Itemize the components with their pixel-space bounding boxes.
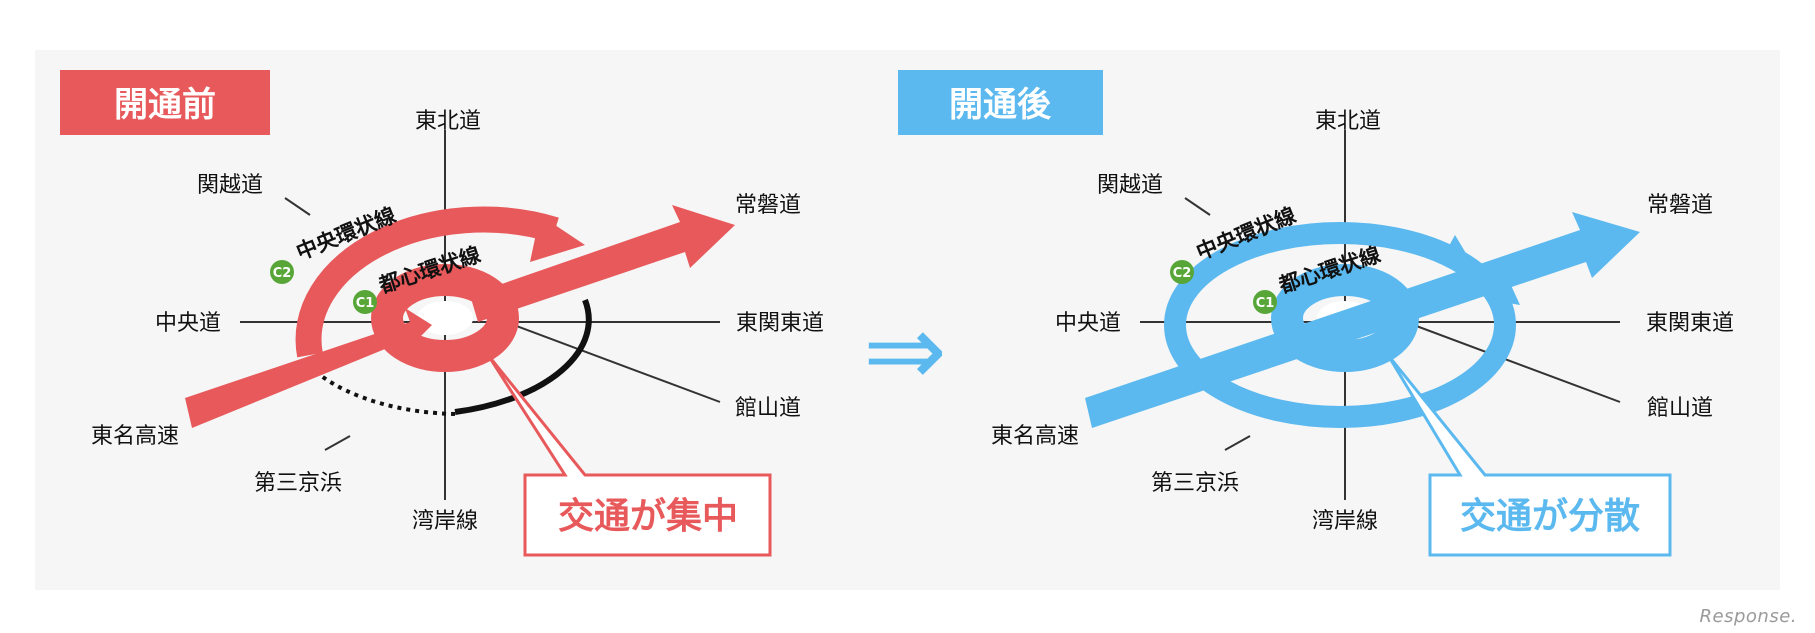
before-callout: 交通が集中 (558, 495, 738, 537)
before-c2-badge (270, 260, 294, 284)
before-route-joban: 常磐道 (735, 193, 801, 218)
before-c1-center (417, 301, 473, 335)
before-route-chuo: 中央道 (155, 311, 221, 336)
after-callout-box (1386, 354, 1672, 557)
before-main-arrow-lower (185, 308, 432, 428)
before-badge-bg (60, 70, 270, 135)
before-c2-ring-dotted (318, 373, 456, 416)
before-route-tohoku: 東北道 (415, 109, 481, 134)
before-badge: 開通前 (114, 85, 216, 125)
after-c1-badge (1253, 290, 1277, 314)
after-callout: 交通が分散 (1460, 495, 1640, 537)
before-c2-arrow (295, 206, 559, 358)
before-c2-arrow-head (530, 215, 585, 262)
before-c2-num: C2 (273, 266, 292, 281)
after-c2-num: C2 (1173, 266, 1192, 281)
after-main-arrow (1085, 212, 1640, 428)
after-c2-ring (1164, 222, 1516, 428)
before-route-tateyama: 館山道 (735, 396, 801, 421)
after-route-kanetsu: 関越道 (1097, 173, 1163, 198)
after-route-daisan: 第三京浜 (1151, 471, 1239, 496)
after-route-tomei: 東名高速 (991, 424, 1079, 449)
after-route-tohoku: 東北道 (1315, 109, 1381, 134)
before-c1-badge (353, 290, 377, 314)
after-route-tateyama: 館山道 (1647, 396, 1713, 421)
response-watermark: Response. (1699, 606, 1797, 627)
before-c1-num: C1 (356, 296, 375, 311)
before-main-arrow-upper (470, 205, 735, 322)
after-badge-bg (898, 70, 1103, 135)
after-route-joban: 常磐道 (1647, 193, 1713, 218)
after-route-wangan: 湾岸線 (1312, 509, 1378, 534)
before-c2-ring-black (454, 298, 592, 415)
before-route-daisan: 第三京浜 (254, 471, 342, 496)
before-route-kanetsu: 関越道 (197, 173, 263, 198)
transition-arrow-icon: ⇒ (863, 292, 947, 409)
before-route-higashikanto: 東関東道 (736, 311, 824, 336)
before-panel: 開通前 交通が集中 C2 中央環状線 C1 都心環状線 (60, 70, 824, 557)
after-route-chuo: 中央道 (1055, 311, 1121, 336)
before-route-tomei: 東名高速 (91, 424, 179, 449)
after-route-higashikanto: 東関東道 (1646, 311, 1734, 336)
after-badge: 開通後 (949, 85, 1052, 125)
before-callout-box (486, 354, 772, 557)
after-c1-num: C1 (1256, 296, 1275, 311)
before-route-wangan: 湾岸線 (412, 509, 478, 534)
after-c2-badge (1170, 260, 1194, 284)
before-c1-ring (371, 264, 519, 372)
after-c2-arrow-head-top (1440, 235, 1470, 262)
after-panel: 開通後 交通が分散 C2 中央環状線 C1 都心環状線 東北道 関越道 常磐道 (898, 70, 1734, 557)
